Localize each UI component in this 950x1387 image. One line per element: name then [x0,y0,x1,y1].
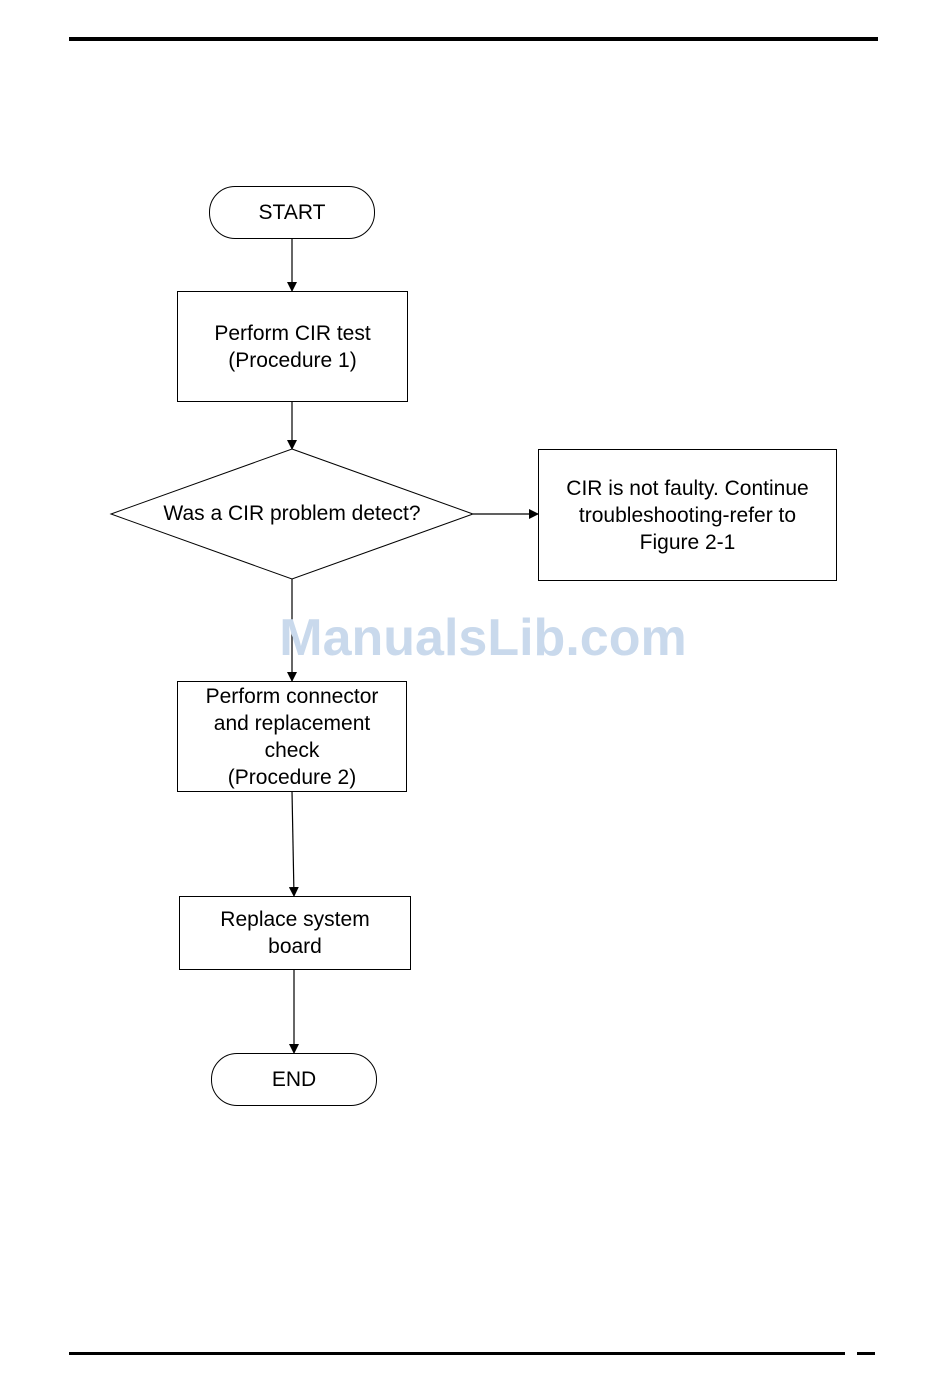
step1-line-2: (Procedure 1) [228,347,356,374]
branch-line-3: Figure 2-1 [640,529,736,556]
decision-label: Was a CIR problem detect? [111,500,473,527]
branch-not-faulty: CIR is not faulty. Continue troubleshoot… [538,449,837,581]
step2-line-4: (Procedure 2) [228,764,356,791]
branch-line-2: troubleshooting-refer to [579,502,796,529]
step1-line-1: Perform CIR test [214,320,370,347]
step2-line-3: check [265,737,320,764]
end-terminal: END [211,1053,377,1106]
step-replace-board: Replace system board [179,896,411,970]
step3-line-2: board [268,933,322,960]
step3-line-1: Replace system [220,906,369,933]
step2-line-2: and replacement [214,710,370,737]
start-label: START [259,199,326,226]
step-perform-cir-test: Perform CIR test (Procedure 1) [177,291,408,402]
end-label: END [272,1066,316,1093]
start-terminal: START [209,186,375,239]
step-connector-check: Perform connector and replacement check … [177,681,407,792]
watermark: ManualsLib.com [268,608,698,668]
arrow-step2-to-step3 [292,791,294,896]
branch-line-1: CIR is not faulty. Continue [566,475,808,502]
step2-line-1: Perform connector [206,683,379,710]
